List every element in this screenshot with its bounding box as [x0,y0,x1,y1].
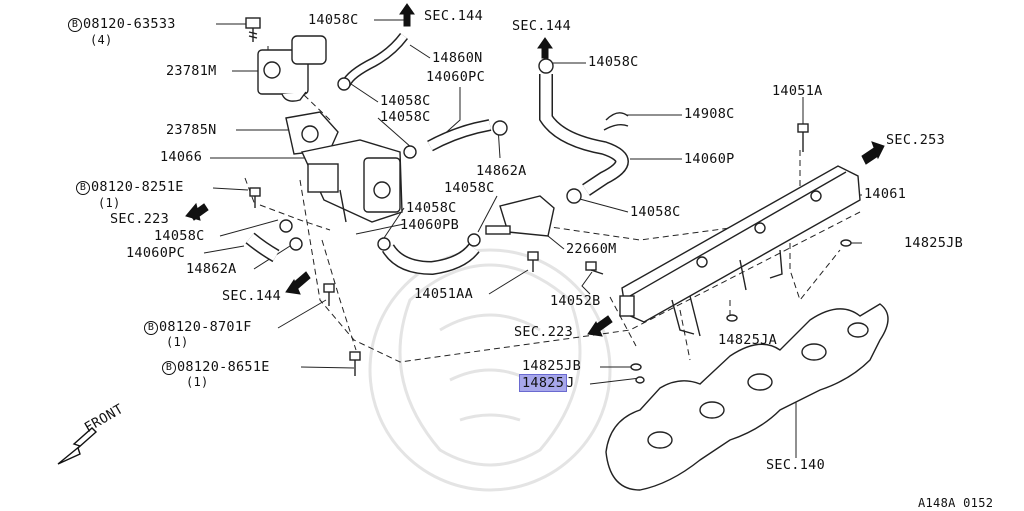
gasket [285,111,339,155]
label-14058C-right: 14058C [630,204,681,220]
label-14060PC-left: 14060PC [126,245,185,261]
highlighted-part-number[interactable]: 14825 [518,374,568,392]
label-14066: 14066 [160,149,203,165]
label-14825JB-right: 14825JB [904,235,963,251]
label-14058C-top: 14058C [308,12,359,28]
diagram-code: A148A 0152 [918,496,994,510]
label-22660M: 22660M [566,241,617,257]
label-14825JA: 14825JA [718,332,777,348]
label-14908C: 14908C [684,106,735,122]
arrow-sec144-top [399,3,415,27]
label-14058C-mid2: 14058C [380,109,431,125]
label-14060PC-top: 14060PC [426,69,485,85]
watermark-emblem [368,248,612,492]
label-14060P: 14060P [684,151,735,167]
egr-valve [257,35,327,102]
label-14051A: 14051A [772,83,823,99]
label-14051AA: 14051AA [414,286,473,302]
label-sec223-mid[interactable]: SEC.223 [514,324,573,340]
label-14052B: 14052B [550,293,601,309]
label-bolt-63533-qty: (4) [90,33,113,47]
valve-body [300,139,403,223]
arrow-sec223-left [185,202,209,221]
label-23785N: 23785N [166,122,217,138]
label-14058C-right-top: 14058C [588,54,639,70]
label-14058C-center: 14058C [444,180,495,196]
label-sec223-left[interactable]: SEC.223 [110,211,169,227]
label-sec144-left[interactable]: SEC.144 [222,288,281,304]
bolt-symbol-icon: B [68,18,82,32]
label-14058C-left: 14058C [154,228,205,244]
label-bolt-8251E-qty: (1) [98,196,121,210]
label-14060PB: 14060PB [400,217,459,233]
arrow-sec144-left [285,271,311,295]
label-bolt-8651E-qty: (1) [186,375,209,389]
label-14058C-lower: 14058C [406,200,457,216]
label-bolt-8701F-qty: (1) [166,335,189,349]
label-23781M: 23781M [166,63,217,79]
arrow-sec144-right [537,37,553,59]
label-14862A-left: 14862A [186,261,237,277]
label-sec253[interactable]: SEC.253 [886,132,945,148]
label-sec140[interactable]: SEC.140 [766,457,825,473]
label-14825JB-center: 14825JB [522,358,581,374]
bolt-symbol-icon: B [144,321,158,335]
bolt-symbol-icon: B [76,181,90,195]
intake-manifold [605,303,889,491]
direction-arrows [57,3,885,465]
label-14862A-mid: 14862A [476,163,527,179]
arrow-sec223-mid [587,315,613,337]
sensor-22660M [485,195,555,237]
bolt-63533 [245,17,261,42]
bolt-symbol-icon: B [162,361,176,375]
label-sec144-right[interactable]: SEC.144 [512,18,571,34]
o-rings [630,239,852,384]
label-14061: 14061 [864,186,907,202]
fuel-rail [619,165,861,337]
label-14058C-mid1: 14058C [380,93,431,109]
components [245,17,889,491]
hose-clamps [279,58,629,251]
label-14860N: 14860N [432,50,483,66]
small-bolts [249,123,809,376]
arrow-sec253 [861,141,885,165]
arrow-front [57,427,98,465]
label-sec144-top[interactable]: SEC.144 [424,8,483,24]
